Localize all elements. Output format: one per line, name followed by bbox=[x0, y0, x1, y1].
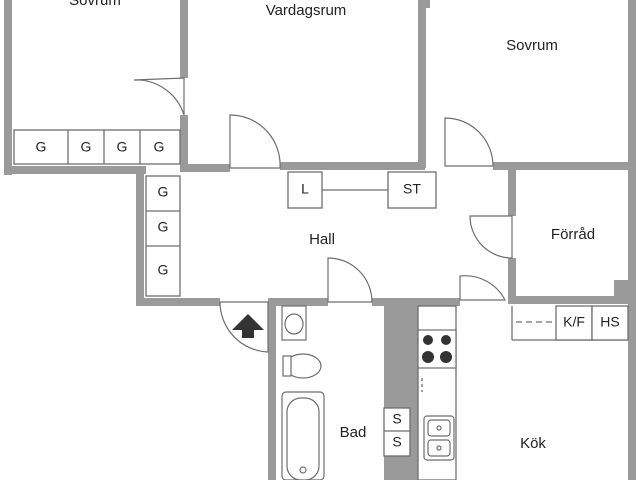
door-kitchen bbox=[459, 275, 506, 301]
door-living-room bbox=[229, 114, 281, 169]
wardrobe-row-top: G G G G bbox=[13, 129, 181, 165]
pantry-label: HS bbox=[600, 314, 619, 330]
kitchen-fixtures-top: K/F HS bbox=[511, 305, 629, 341]
door-bathroom bbox=[327, 257, 373, 303]
fridge-freezer-label: K/F bbox=[563, 314, 585, 330]
toilet-tank-icon bbox=[282, 355, 292, 377]
washbasin-bowl-icon bbox=[284, 313, 304, 335]
sink-drain-icon bbox=[436, 445, 442, 451]
stove-burner-icon bbox=[440, 351, 452, 363]
kitchen-counter bbox=[417, 305, 457, 480]
storage-closet-label: ST bbox=[403, 181, 421, 197]
wardrobe-label: G bbox=[117, 139, 128, 155]
wardrobe-label: G bbox=[36, 139, 47, 155]
wardrobe-label: G bbox=[154, 139, 165, 155]
stove bbox=[417, 329, 457, 369]
room-label-forrad: Förråd bbox=[551, 226, 595, 243]
bathtub-inner-icon bbox=[286, 397, 320, 480]
entrance-arrow-icon bbox=[232, 314, 264, 338]
hall-fixtures: L ST bbox=[287, 171, 437, 209]
linen-closet-label: L bbox=[301, 181, 309, 197]
room-label-sovrum-right: Sovrum bbox=[506, 37, 558, 54]
washer-label: S bbox=[392, 411, 401, 427]
room-label-bad: Bad bbox=[340, 424, 367, 441]
room-labels: Sovrum Vardagsrum Sovrum Hall Förråd Bad… bbox=[69, 0, 595, 452]
bathtub-drain-icon bbox=[299, 466, 307, 474]
wardrobe-label: G bbox=[158, 262, 169, 278]
bathroom-fixtures: S S bbox=[281, 305, 411, 480]
door-storage bbox=[469, 215, 513, 259]
room-label-sovrum-left: Sovrum bbox=[69, 0, 121, 9]
stove-burner-icon bbox=[423, 335, 433, 345]
door-left-bedroom bbox=[133, 77, 185, 116]
wardrobe-column-hall: G G G bbox=[145, 175, 181, 297]
door-right-bedroom bbox=[444, 117, 494, 167]
sink-drain-icon bbox=[436, 425, 442, 431]
wardrobe-label: G bbox=[158, 184, 169, 200]
stove-burner-icon bbox=[441, 335, 451, 345]
wardrobe-label: G bbox=[158, 219, 169, 235]
wardrobe-label: G bbox=[81, 139, 92, 155]
room-label-vardagsrum: Vardagsrum bbox=[266, 2, 347, 19]
room-label-hall: Hall bbox=[309, 231, 335, 248]
stove-burner-icon bbox=[422, 351, 434, 363]
room-label-kok: Kök bbox=[520, 435, 546, 452]
dryer-label: S bbox=[392, 434, 401, 450]
